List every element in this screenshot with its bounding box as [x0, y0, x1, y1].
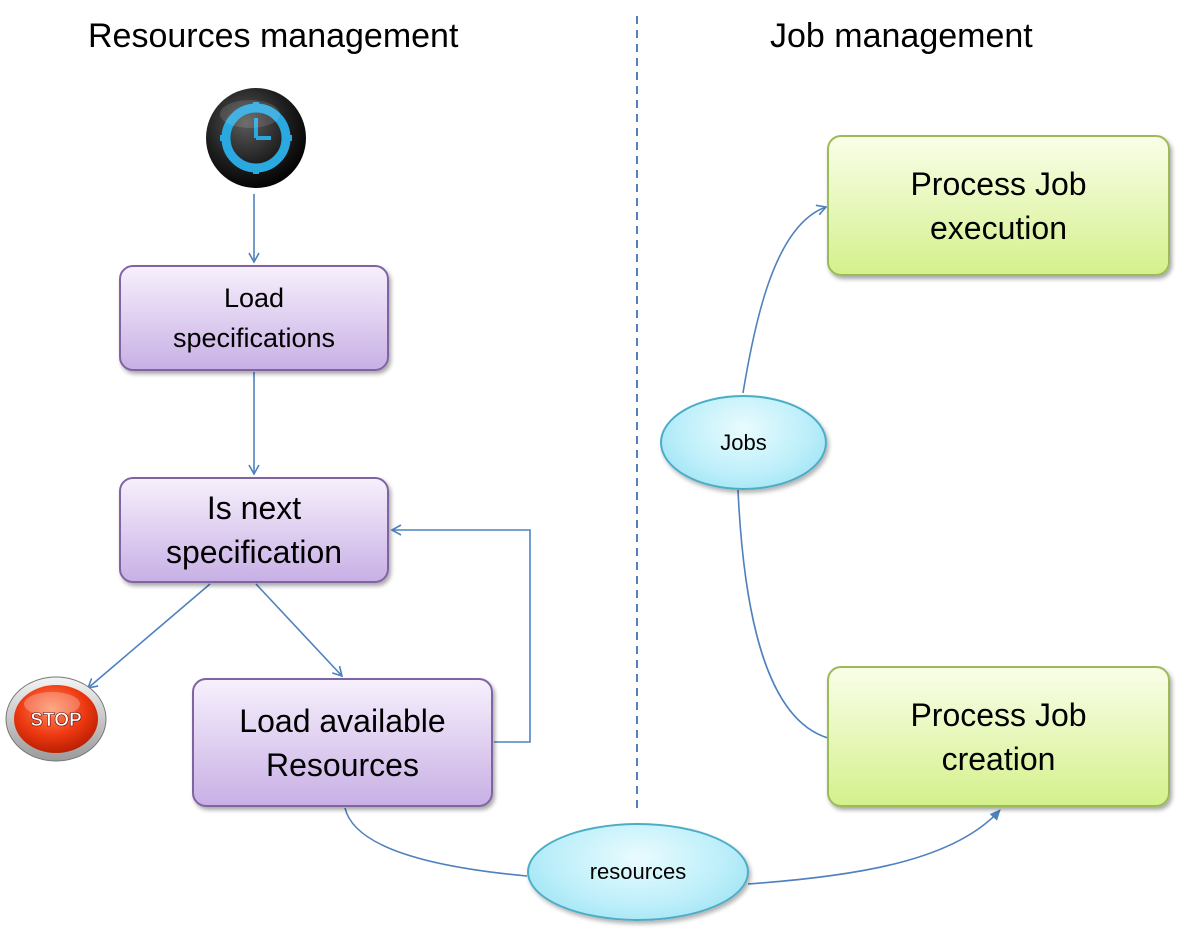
stop-label: STOP [30, 710, 82, 731]
resources-data-object[interactable]: resources [527, 823, 749, 921]
job-creation-to-jobs-connector [737, 489, 829, 739]
load-available-resources-box[interactable]: Load available Resources [192, 678, 493, 807]
stop-sign-icon: STOP [5, 676, 107, 762]
job-management-heading: Job management [770, 17, 1033, 55]
next-spec-to-load-resources-arrow [255, 583, 344, 678]
jobs-to-job-execution-arrow [742, 204, 828, 394]
load-specifications-box[interactable]: Load specifications [119, 265, 389, 371]
clock-icon [206, 88, 306, 188]
next-spec-to-stop-arrow [86, 583, 211, 690]
process-job-execution-box[interactable]: Process Job execution [827, 135, 1170, 276]
is-next-specification-box[interactable]: Is next specification [119, 477, 389, 583]
load-resources-to-resources-connector [344, 807, 528, 877]
jobs-data-object[interactable]: Jobs [660, 395, 827, 490]
resources-management-heading: Resources management [88, 17, 459, 55]
loop-back-arrow [390, 524, 531, 743]
process-job-creation-box[interactable]: Process Job creation [827, 666, 1170, 807]
resources-to-job-creation-arrow [747, 809, 1001, 885]
